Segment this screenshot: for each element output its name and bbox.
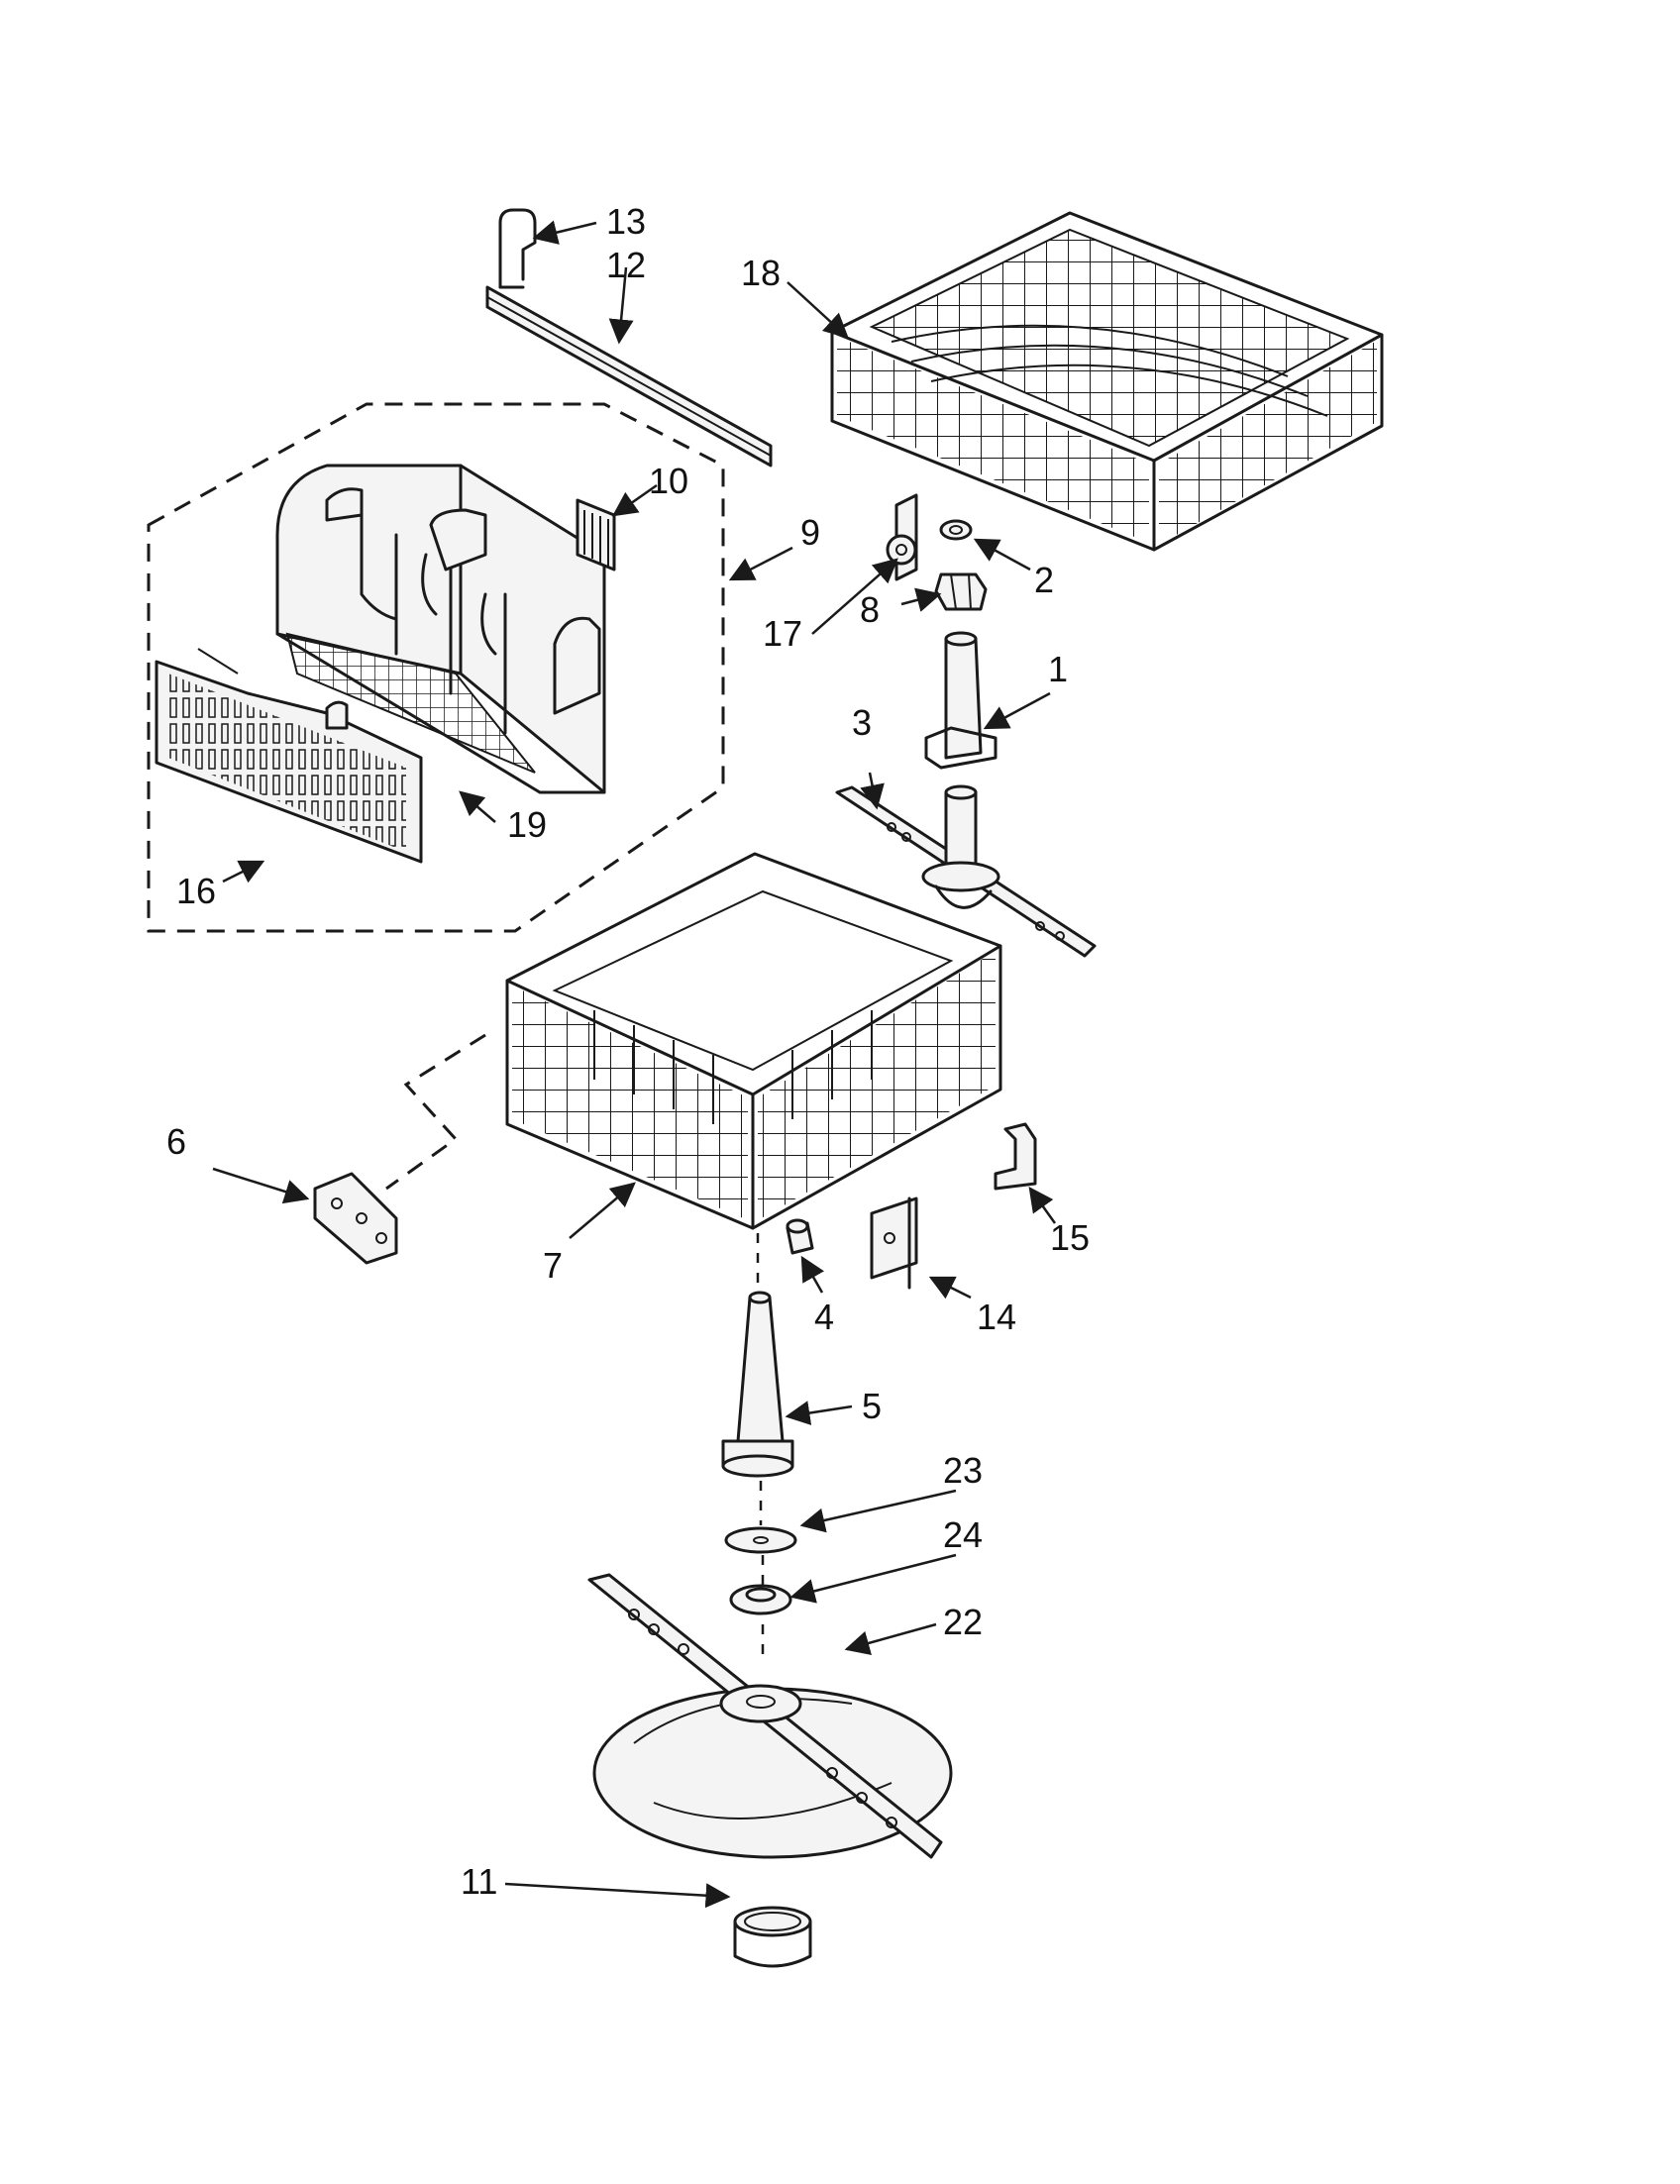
label-3: 3 [852, 702, 872, 743]
ring-washer-part [729, 1584, 792, 1615]
label-14: 14 [977, 1297, 1016, 1337]
upper-rack-part [830, 211, 1384, 552]
label-8: 8 [860, 589, 880, 630]
rack-stop-leader-dashed [385, 1033, 486, 1191]
lower-rack-part [505, 852, 1002, 1230]
label-10: 10 [649, 461, 688, 501]
angle-bracket-part [994, 1122, 1037, 1191]
label-1: 1 [1048, 649, 1068, 689]
axis-line [756, 1233, 765, 1654]
lower-spray-arm-part [587, 1573, 953, 1859]
roller-part [786, 1218, 814, 1255]
label-5: 5 [862, 1386, 882, 1426]
label-13: 13 [606, 201, 646, 242]
label-6: 6 [166, 1121, 186, 1162]
bracket-pin-part [870, 1196, 918, 1290]
basket-cover-part [155, 648, 423, 864]
label-4: 4 [814, 1297, 834, 1337]
label-23: 23 [943, 1450, 983, 1491]
basket-assembly-boundary [147, 402, 725, 933]
label-7: 7 [543, 1245, 563, 1286]
rack-stop-part [313, 1172, 398, 1265]
basket-insert-part [576, 498, 616, 572]
label-22: 22 [943, 1602, 983, 1642]
lower-spray-tube-part [721, 1291, 794, 1478]
label-12: 12 [606, 245, 646, 285]
label-16: 16 [176, 871, 216, 911]
label-15: 15 [1050, 1217, 1090, 1258]
label-24: 24 [943, 1514, 983, 1555]
upper-spray-arm-part [835, 784, 1097, 958]
ring-part [733, 1906, 812, 1968]
label-2: 2 [1034, 560, 1054, 600]
part-labels: 13 12 18 10 9 17 2 8 1 3 19 16 6 7 4 14 … [166, 201, 1090, 1902]
rack-rail-part [485, 285, 773, 468]
leader-lines [212, 220, 1057, 1909]
silverware-basket-part [275, 464, 606, 794]
label-11: 11 [461, 1861, 497, 1902]
label-9: 9 [800, 512, 820, 553]
label-19: 19 [507, 804, 547, 845]
label-17: 17 [763, 613, 802, 654]
hook-clip-part [498, 208, 537, 289]
label-18: 18 [741, 253, 781, 293]
spray-tube-bracket-part [924, 631, 998, 770]
nut-part [934, 572, 988, 611]
rack-roller-clip-part [886, 493, 918, 581]
flat-washer-part [724, 1526, 797, 1554]
washer-part-2 [939, 519, 973, 541]
